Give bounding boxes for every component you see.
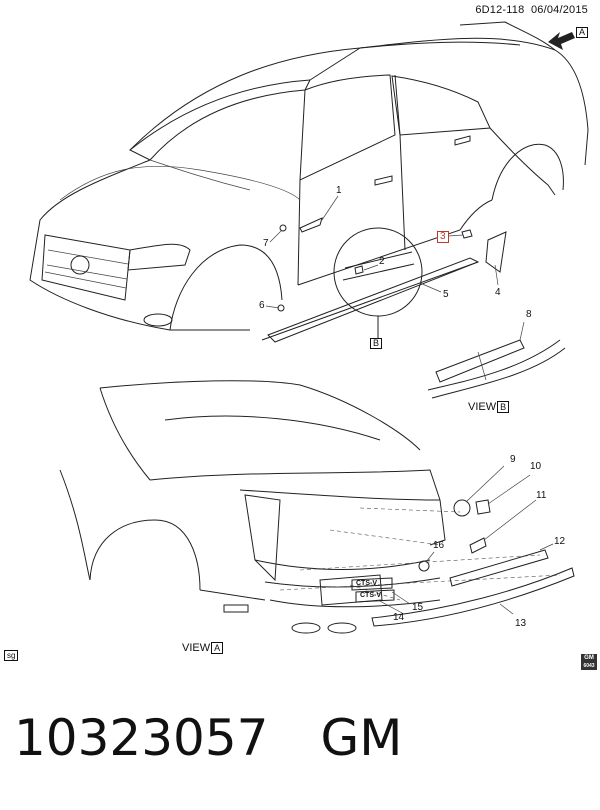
callout-8: 8	[526, 309, 532, 320]
callout-12: 12	[554, 536, 566, 547]
brand-name: GM	[320, 709, 403, 767]
callout-13: 13	[515, 618, 527, 629]
diagram-header: 6D12-118 06/04/2015	[475, 4, 588, 16]
lower-car-illustration	[59, 380, 561, 634]
emblem-text-upper: CTS-V	[356, 580, 377, 587]
callout-1: 1	[336, 185, 342, 196]
view-b-detail	[427, 321, 566, 399]
callout-4: 4	[495, 287, 501, 298]
leader-lines-lower	[377, 465, 554, 615]
callout-2: 2	[379, 256, 385, 267]
emblem-text-lower: CTS-V	[360, 592, 381, 599]
view-a-letter: A	[211, 642, 224, 654]
callout-15: 15	[412, 602, 424, 613]
detail-b-badge: B	[370, 338, 383, 349]
gm-logo: GM 6043	[581, 654, 597, 670]
part-number: 10323057	[14, 709, 269, 767]
parts-diagram	[29, 21, 589, 634]
callout-5: 5	[443, 289, 449, 300]
view-b-letter: B	[497, 401, 510, 413]
view-a-word: VIEW	[182, 642, 211, 654]
leader-lines-upper	[265, 195, 499, 309]
upper-car-illustration	[29, 21, 589, 343]
callout-6: 6	[259, 300, 265, 311]
callout-11: 11	[536, 490, 547, 501]
callout-3: 3	[437, 231, 449, 243]
footer-caption: 10323057 GM	[14, 708, 402, 768]
callout-9: 9	[510, 454, 516, 465]
view-a-arrow	[548, 32, 575, 50]
view-a-badge: A	[576, 27, 589, 38]
gm-logo-code: 6043	[583, 663, 595, 669]
view-b-word: VIEW	[468, 401, 497, 413]
gm-logo-text: GM	[584, 655, 594, 661]
doc-id: 6D12-118	[475, 4, 525, 16]
callout-7: 7	[263, 238, 269, 249]
callout-16: 16	[433, 540, 445, 551]
callout-14: 14	[393, 612, 405, 623]
callout-10: 10	[530, 461, 542, 472]
doc-date: 06/04/2015	[530, 4, 588, 16]
sg-tag: sg	[4, 650, 19, 661]
lower-parts	[351, 499, 575, 627]
